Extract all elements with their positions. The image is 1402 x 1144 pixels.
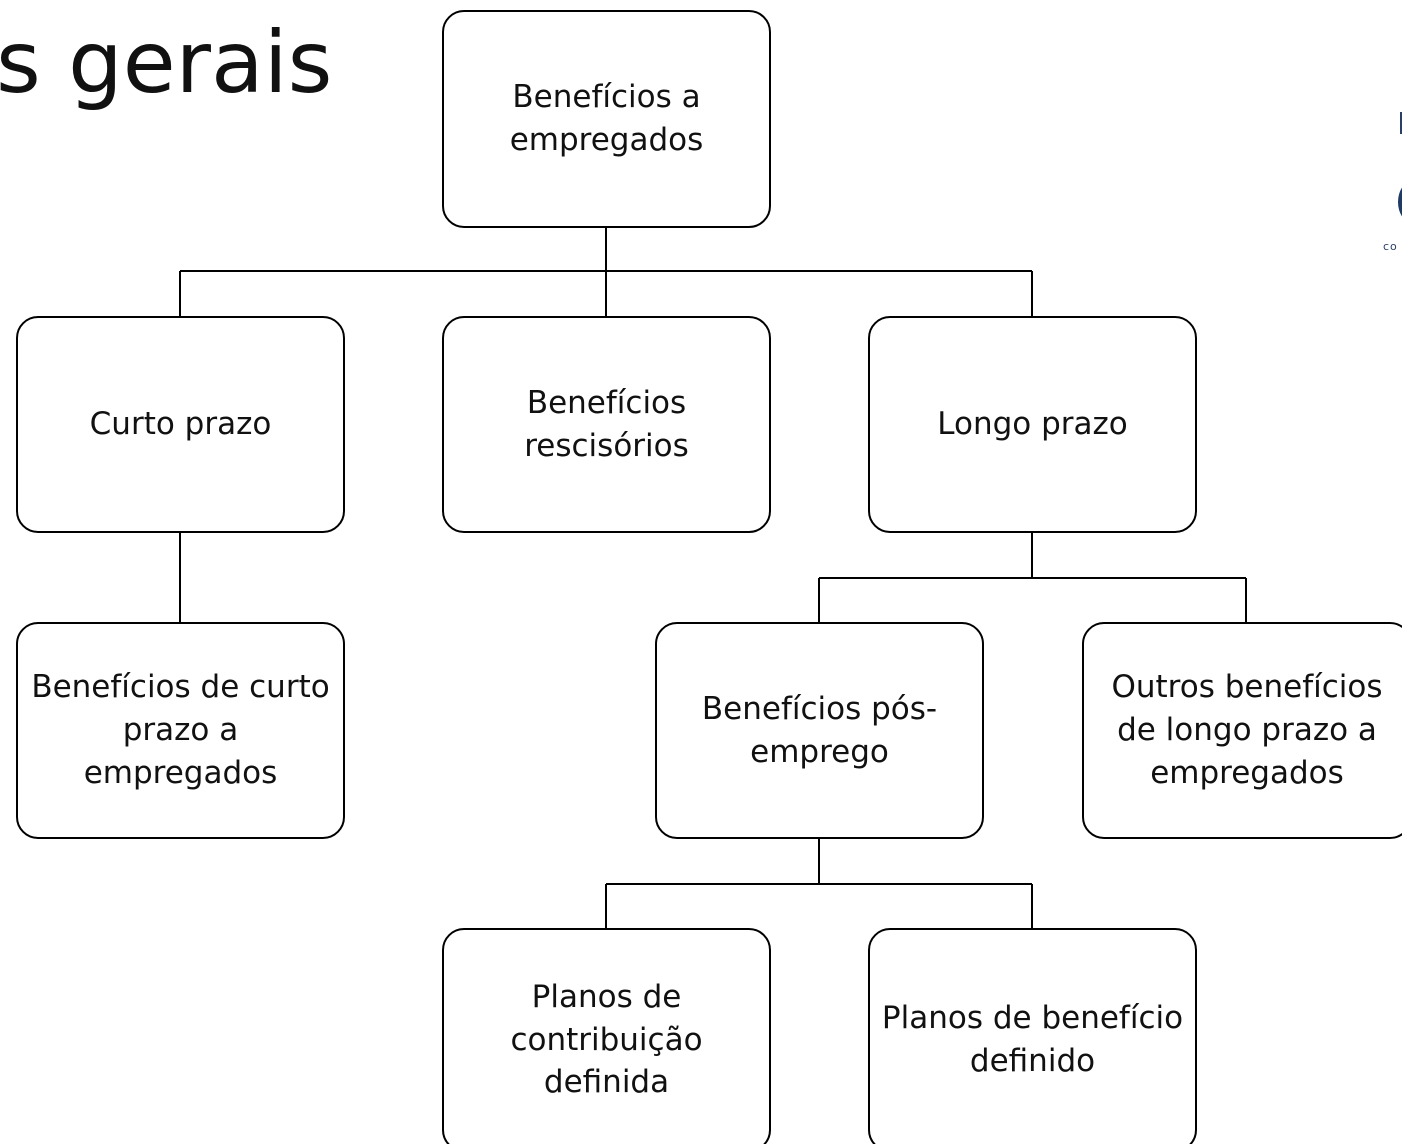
logo-circle-mark [1398, 182, 1402, 222]
node-other-long-term-label: Outros benefícios de longo prazo a empre… [1111, 669, 1383, 791]
node-defined-benefit-label: Planos de benefício definido [881, 1000, 1184, 1079]
node-other-long-term: Outros benefícios de longo prazo a empre… [1082, 622, 1402, 839]
node-root: Benefícios a empregados [442, 10, 771, 228]
node-root-label: Benefícios a empregados [509, 79, 704, 158]
node-post-employment: Benefícios pós-emprego [655, 622, 984, 839]
node-long-term-label: Longo prazo [937, 406, 1128, 443]
node-termination-label: Benefícios rescisórios [524, 384, 689, 464]
logo-text: co [1383, 240, 1398, 253]
node-short-term-employee-label: Benefícios de curto prazo a empregados [31, 669, 330, 791]
node-short-term: Curto prazo [16, 316, 345, 533]
logo: co [1380, 100, 1402, 260]
node-defined-contribution: Planos de contribuição definida [442, 928, 771, 1144]
node-short-term-employee: Benefícios de curto prazo a empregados [16, 622, 345, 839]
logo-bar-mark [1400, 112, 1402, 134]
node-post-employment-label: Benefícios pós-emprego [701, 690, 938, 770]
node-defined-benefit: Planos de benefício definido [868, 928, 1197, 1144]
node-short-term-label: Curto prazo [89, 406, 272, 443]
node-long-term: Longo prazo [868, 316, 1197, 533]
slide-title: s gerais [0, 13, 333, 113]
node-defined-contribution-label: Planos de contribuição definida [510, 978, 703, 1101]
node-termination: Benefícios rescisórios [442, 316, 771, 533]
